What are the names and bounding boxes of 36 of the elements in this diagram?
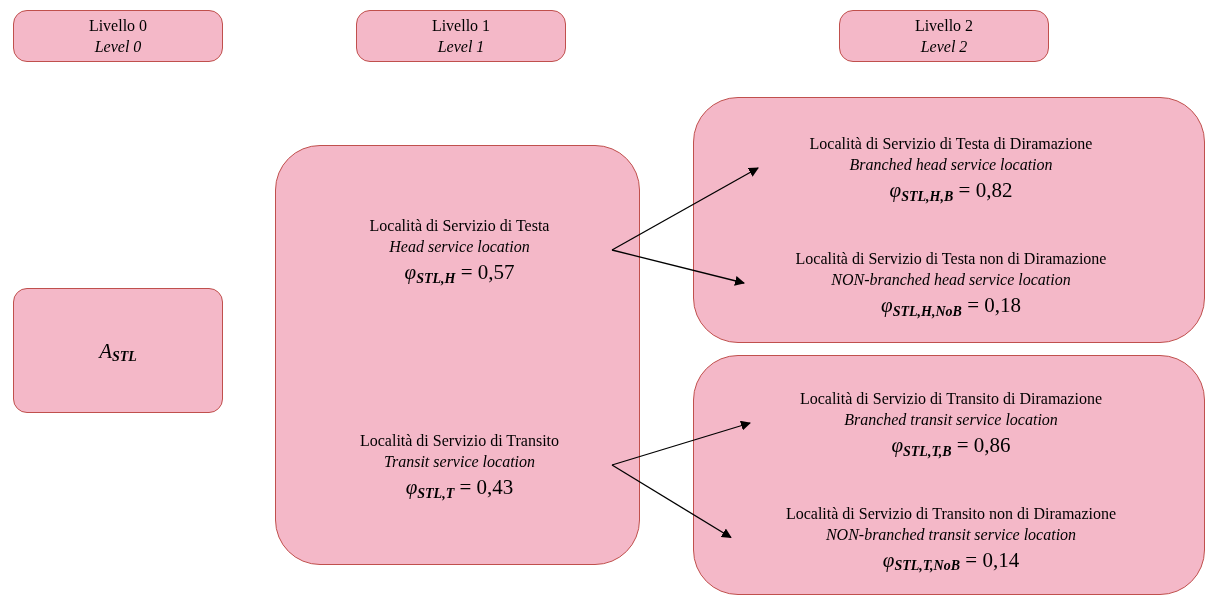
formula-text: φ$_{STL,T}$ = 0,43 bbox=[405, 474, 514, 502]
formula-text: φ$_{STL,T,B}$ = 0,86 bbox=[891, 432, 1011, 460]
english-label: NON-branched head service location bbox=[831, 270, 1071, 290]
formula-text: φ$_{STL,T,NoB}$ = 0,14 bbox=[882, 546, 1020, 575]
italian-label: Località di Servizio di Testa di Diramazione bbox=[809, 134, 1093, 154]
arrow bbox=[611, 249, 745, 286]
formula-text: A$_{STL}$ bbox=[99, 337, 137, 366]
english-label: Head service location bbox=[389, 237, 530, 257]
italian-label: Livello 0 bbox=[88, 16, 148, 36]
label-box bbox=[13, 10, 223, 62]
english-label: Level 1 bbox=[437, 37, 485, 57]
italian-label: Località di Servizio di Transito non di Diramazione bbox=[785, 503, 1117, 524]
label-box bbox=[13, 288, 223, 413]
formula-text: φ$_{STL,H,NoB}$ = 0,18 bbox=[881, 292, 1021, 320]
formula-text: φ$_{STL,H}$ = 0,57 bbox=[404, 259, 515, 287]
group-box bbox=[693, 355, 1205, 595]
italian-label: Località di Servizio di Testa non di Diramazione bbox=[795, 249, 1107, 269]
italian-label: Località di Servizio di Testa bbox=[369, 216, 550, 236]
italian-label: Livello 1 bbox=[431, 16, 491, 36]
english-label: Branched head service location bbox=[849, 155, 1053, 175]
arrow bbox=[611, 167, 759, 251]
group-box bbox=[693, 97, 1205, 343]
italian-label: Località di Servizio di Transito di Diramazione bbox=[799, 389, 1103, 409]
italian-label: Località di Servizio di Transito bbox=[359, 431, 560, 451]
group-box bbox=[275, 145, 640, 565]
english-label: Branched transit service location bbox=[844, 410, 1058, 430]
italian-label: Livello 2 bbox=[914, 16, 974, 36]
label-box bbox=[839, 10, 1049, 62]
english-label: NON-branched transit service location bbox=[825, 524, 1077, 545]
formula-text: φ$_{STL,H,B}$ = 0,82 bbox=[889, 177, 1013, 205]
label-box bbox=[356, 10, 566, 62]
english-label: Level 2 bbox=[920, 37, 968, 57]
arrow bbox=[611, 464, 732, 539]
english-label: Level 0 bbox=[94, 37, 142, 57]
english-label: Transit service location bbox=[383, 452, 536, 472]
arrow bbox=[611, 420, 751, 466]
